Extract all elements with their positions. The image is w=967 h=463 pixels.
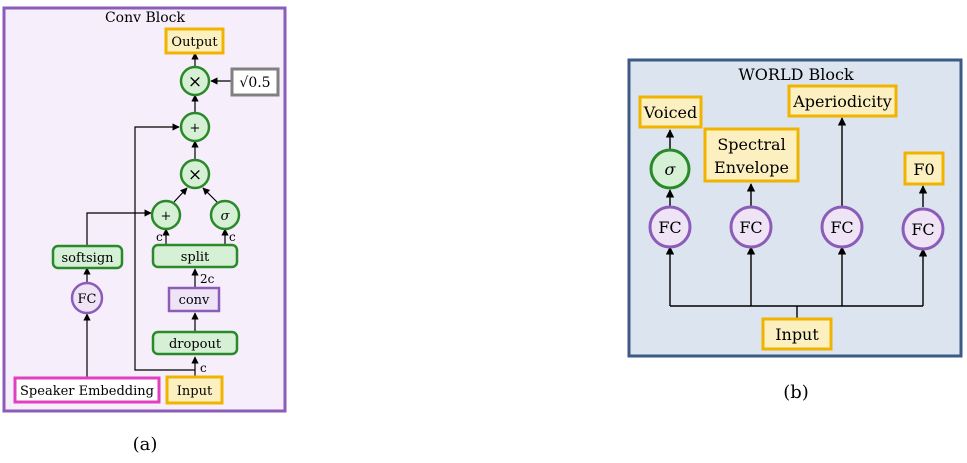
- split-c-right-label: c: [229, 230, 236, 244]
- voiced-sigma-label: σ: [665, 160, 677, 179]
- caption-b: (b): [783, 382, 809, 403]
- add-node-top: [179, 111, 211, 143]
- multiply-middle-label: ×: [188, 165, 202, 185]
- aperiodicity-node: [787, 84, 898, 118]
- world-block-connectors: [665, 117, 928, 319]
- dropout-node: [151, 330, 239, 356]
- spectral-envelope-node: [703, 127, 800, 183]
- spectral-envelope-label-line1: Spectral: [717, 135, 785, 154]
- voiced-fc-label: FC: [658, 218, 681, 237]
- aperiodicity-label: Aperiodicity: [792, 92, 892, 111]
- output-node: [164, 27, 225, 55]
- input-c-label: c: [200, 361, 207, 375]
- voiced-sigma-node: [649, 148, 691, 190]
- speaker-embedding-label: Speaker Embedding: [20, 384, 154, 399]
- world-input-label: Input: [775, 325, 819, 344]
- voiced-node: [638, 95, 703, 129]
- aperiodicity-fc-label: FC: [830, 218, 853, 237]
- split-c-left-label: c: [156, 230, 163, 244]
- split-label: split: [181, 250, 210, 265]
- softsign-node: [51, 244, 124, 270]
- conv-2c-label: 2c: [200, 272, 215, 286]
- dropout-label: dropout: [169, 337, 222, 352]
- speaker-embedding-node: [13, 376, 161, 404]
- conv-block-title: Conv Block: [105, 10, 186, 26]
- multiply-node-middle: [179, 158, 211, 190]
- f0-label: F0: [913, 160, 934, 179]
- conv-input-label: Input: [177, 384, 213, 399]
- speaker-fc-node: [70, 281, 104, 315]
- aperiodicity-fc-node: [820, 205, 864, 249]
- conv-label: conv: [179, 293, 210, 308]
- f0-fc-node: [901, 207, 945, 251]
- conv-block-connectors: [83, 52, 232, 378]
- output-label: Output: [171, 35, 218, 50]
- sqrt-constant-label: √0.5: [239, 75, 270, 91]
- f0-node: [903, 151, 945, 186]
- spectral-fc-node: [729, 205, 773, 249]
- world-block: WORLD Block Voiced σ: [627, 58, 963, 403]
- voiced-fc-node: [648, 205, 692, 249]
- spectral-fc-label: FC: [739, 218, 762, 237]
- spectral-envelope-label-line2: Envelope: [714, 158, 789, 177]
- split-node: [151, 243, 239, 269]
- conv-node: [167, 286, 221, 313]
- softsign-label: softsign: [61, 251, 114, 266]
- world-input-node: [761, 317, 833, 351]
- voiced-label: Voiced: [643, 103, 698, 122]
- conv-block: Conv Block: [2, 6, 287, 455]
- conv-input-node: [165, 375, 224, 405]
- f0-fc-label: FC: [911, 220, 934, 239]
- sigma-gate-label: σ: [221, 209, 231, 224]
- add-node-gate: [150, 199, 182, 231]
- world-block-title: WORLD Block: [738, 65, 854, 84]
- add-top-label: +: [190, 121, 201, 136]
- caption-a: (a): [133, 434, 158, 455]
- sigma-node-gate: [209, 199, 241, 231]
- multiply-node-top: [179, 65, 211, 97]
- speaker-fc-label: FC: [78, 292, 97, 307]
- multiply-top-label: ×: [188, 72, 202, 92]
- sqrt-constant-node: [230, 67, 280, 97]
- add-gate-label: +: [161, 209, 172, 224]
